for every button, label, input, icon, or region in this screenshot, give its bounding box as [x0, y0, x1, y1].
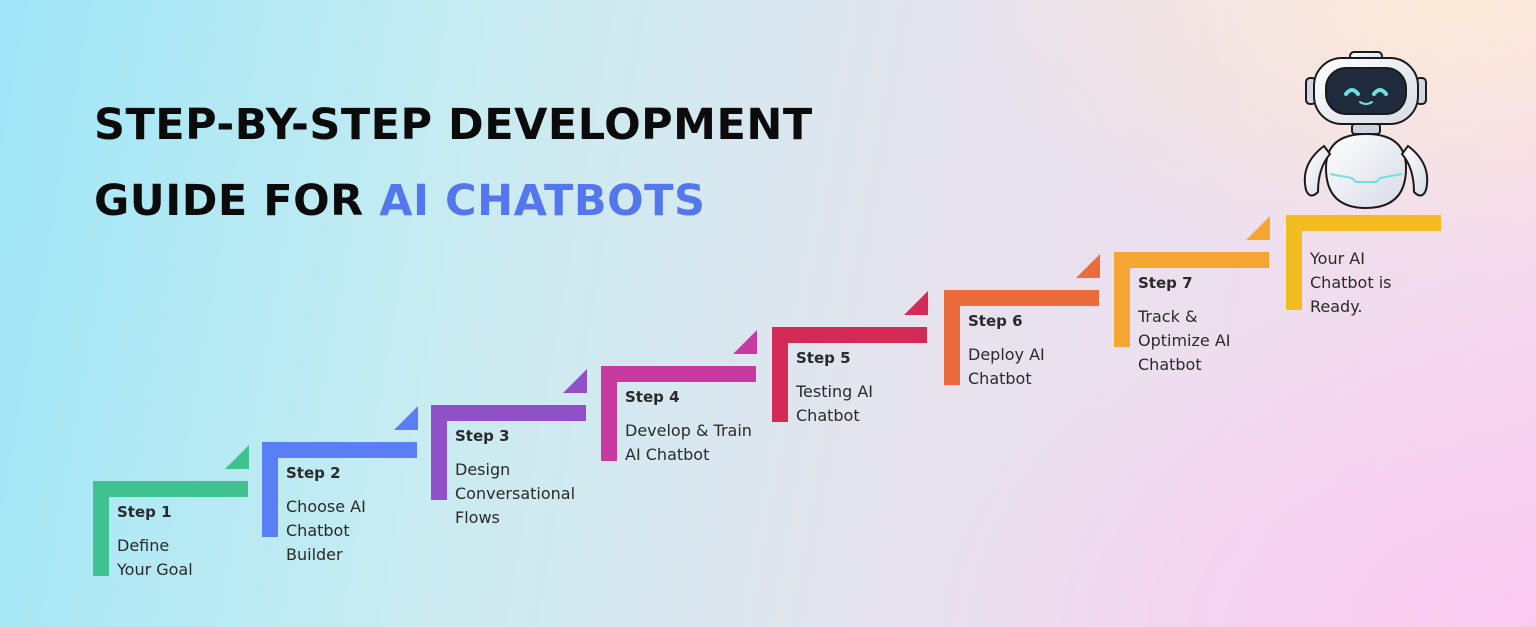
step-1-arrow-icon: [225, 445, 249, 469]
step-1-description: Define Your Goal: [117, 536, 193, 579]
title-line-2: GUIDE FOR AI CHATBOTS: [94, 176, 705, 226]
step-6-label: Step 6: [968, 312, 1023, 330]
step-6-bracket-vertical: [944, 290, 960, 385]
step-5-bracket-horizontal: [772, 327, 927, 343]
step-4-description: Develop & Train AI Chatbot: [625, 421, 752, 464]
step-3-bracket-vertical: [431, 405, 447, 500]
step-3-arrow-icon: [563, 369, 587, 393]
step-4-label: Step 4: [625, 388, 680, 406]
title-line-1: STEP-BY-STEP DEVELOPMENT: [94, 100, 813, 150]
step-3-label: Step 3: [455, 427, 510, 445]
final-step-description: Your AI Chatbot is Ready.: [1310, 249, 1392, 316]
step-2-label: Step 2: [286, 464, 341, 482]
step-7-bracket-horizontal: [1114, 252, 1269, 268]
step-5-description: Testing AI Chatbot: [796, 382, 873, 425]
title-prefix: GUIDE FOR: [94, 176, 364, 226]
step-1-label: Step 1: [117, 503, 172, 521]
step-7-arrow-icon: [1246, 216, 1270, 240]
step-4-bracket-horizontal: [601, 366, 756, 382]
step-5-label: Step 5: [796, 349, 851, 367]
robot-icon: [1303, 51, 1429, 210]
final-step-bracket-horizontal: [1286, 215, 1441, 231]
step-6-bracket-horizontal: [944, 290, 1099, 306]
step-2-bracket-horizontal: [262, 442, 417, 458]
step-3-description: Design Conversational Flows: [455, 460, 576, 527]
step-7-description: Track & Optimize AI Chatbot: [1138, 307, 1231, 374]
step-2-arrow-icon: [394, 406, 418, 430]
step-7-bracket-vertical: [1114, 252, 1130, 347]
step-2-bracket-vertical: [262, 442, 278, 537]
step-7-label: Step 7: [1138, 274, 1193, 292]
step-2-description: Choose AI Chatbot Builder: [286, 497, 366, 564]
step-3-bracket-horizontal: [431, 405, 586, 421]
step-1-bracket-vertical: [93, 481, 109, 576]
title-accent: AI CHATBOTS: [379, 176, 706, 226]
step-4-bracket-vertical: [601, 366, 617, 461]
step-6-arrow-icon: [1076, 254, 1100, 278]
step-5-arrow-icon: [904, 291, 928, 315]
final-step-bracket-vertical: [1286, 215, 1302, 310]
step-5-bracket-vertical: [772, 327, 788, 422]
step-4-arrow-icon: [733, 330, 757, 354]
step-1-bracket-horizontal: [93, 481, 248, 497]
step-6-description: Deploy AI Chatbot: [968, 345, 1045, 388]
